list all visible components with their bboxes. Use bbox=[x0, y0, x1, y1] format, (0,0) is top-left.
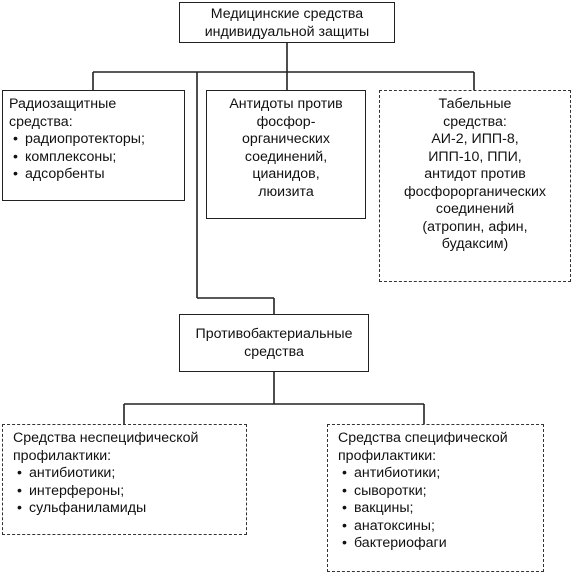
tabel-line: средства: bbox=[443, 113, 507, 130]
antidotes-line: цианидов, bbox=[252, 166, 320, 182]
antibacterial-node: Противобактериальные средства bbox=[179, 314, 369, 372]
radio-item: комплексоны; bbox=[9, 149, 184, 167]
specific-title-2: профилактики: bbox=[338, 447, 437, 464]
tabel-means-node: Табельные средства: АИ-2, ИПП-8, ИПП-10,… bbox=[379, 90, 571, 282]
tabel-line: АИ-2, ИПП-8, bbox=[431, 131, 519, 147]
specific-item: бактериофаги bbox=[338, 535, 543, 553]
tabel-line: (атропин, афин, bbox=[422, 218, 528, 235]
specific-item: антибиотики; bbox=[338, 465, 543, 483]
root-line-1: Медицинские средства bbox=[210, 6, 364, 22]
tabel-line: Табельные bbox=[438, 96, 512, 112]
radio-item: радиопротекторы; bbox=[9, 131, 184, 149]
radio-list: радиопротекторы; комплексоны; адсорбенты bbox=[9, 131, 184, 184]
antidotes-line: люизита bbox=[258, 183, 314, 200]
radio-title-2: средства: bbox=[9, 113, 73, 130]
tabel-line: антидот против bbox=[424, 166, 526, 182]
antidotes-line: соединений, bbox=[244, 148, 328, 165]
antibacterial-line-1: Противобактериальные bbox=[195, 326, 353, 342]
nonspecific-prophylaxis-node: Средства неспецифической профилактики: а… bbox=[2, 424, 247, 535]
antidotes-node: Антидоты против фосфор- органических сое… bbox=[206, 90, 366, 219]
nonspecific-item: сульфаниламиды bbox=[13, 500, 246, 518]
specific-item: вакцины; bbox=[338, 500, 543, 518]
nonspecific-title-1: Средства неспецифической bbox=[13, 430, 199, 446]
radioprotective-node: Радиозащитные средства: радиопротекторы;… bbox=[2, 90, 185, 201]
tabel-line: фосфорорганических bbox=[403, 183, 546, 200]
radio-title-1: Радиозащитные bbox=[9, 96, 117, 112]
tabel-line: соединений bbox=[435, 201, 515, 217]
antidotes-line: органических bbox=[242, 131, 330, 147]
antidotes-line: Антидоты против bbox=[229, 96, 343, 112]
specific-item: анатоксины; bbox=[338, 518, 543, 536]
antidotes-line: фосфор- bbox=[256, 113, 316, 130]
specific-title-1: Средства специфической bbox=[338, 430, 508, 446]
specific-prophylaxis-node: Средства специфической профилактики: ант… bbox=[327, 424, 544, 572]
nonspecific-title-2: профилактики: bbox=[13, 447, 112, 464]
nonspecific-item: интерфероны; bbox=[13, 483, 246, 501]
antibacterial-line-2: средства bbox=[244, 343, 304, 360]
nonspecific-list: антибиотики; интерфероны; сульфаниламиды bbox=[13, 465, 246, 518]
specific-item: сыворотки; bbox=[338, 483, 543, 501]
nonspecific-item: антибиотики; bbox=[13, 465, 246, 483]
specific-list: антибиотики; сыворотки; вакцины; анатокс… bbox=[338, 465, 543, 553]
root-line-2: индивидуальной защиты bbox=[204, 23, 370, 40]
tabel-line: ИПП-10, ППИ, bbox=[428, 148, 522, 165]
radio-item: адсорбенты bbox=[9, 166, 184, 184]
tabel-line: будаксим) bbox=[441, 236, 509, 252]
root-node: Медицинские средства индивидуальной защи… bbox=[179, 2, 395, 43]
